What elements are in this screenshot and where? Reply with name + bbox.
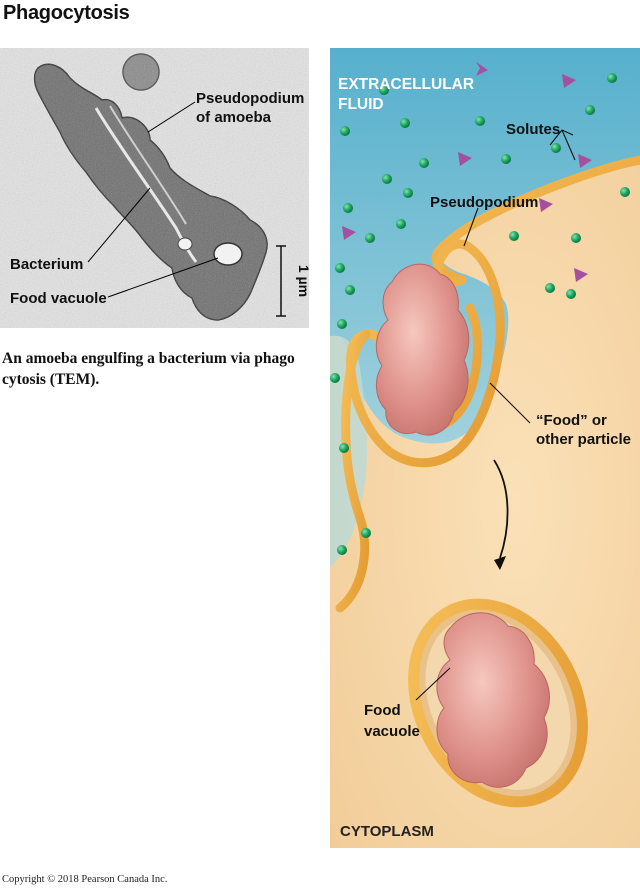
label-cytoplasm: CYTOPLASM [340, 823, 434, 840]
phagocytosis-diagram: EXTRACELLULAR FLUID Solutes Pseudopodium… [330, 48, 640, 848]
page-title: Phagocytosis [3, 2, 130, 24]
food-vacuole-tem [213, 242, 243, 266]
caption-line-2: cytosis (TEM). [2, 371, 100, 388]
tem-micrograph: Pseudopodium of amoeba Bacterium Food va… [0, 48, 309, 328]
arrow-head [494, 556, 506, 570]
solutes-purple [342, 62, 592, 282]
scale-bar-label: 1 µm [296, 265, 309, 297]
label-food-1: “Food” or [536, 412, 607, 429]
membrane-lower [335, 329, 371, 613]
caption-line-1: An amoeba engulfing a bacterium via phag… [2, 350, 295, 367]
scale-bar: 1 µm [276, 245, 309, 317]
label-solutes: Solutes [506, 121, 560, 138]
food-vacuole [408, 598, 588, 808]
figure-caption: An amoeba engulfing a bacterium via phag… [2, 348, 302, 390]
bacterium-outline [94, 107, 198, 263]
label-extracellular-1: EXTRACELLULAR [338, 76, 474, 93]
label-vacuole-1: Food [364, 702, 401, 719]
leader-pseudopodium [147, 101, 196, 133]
label-pseudopodium-1: Pseudopodium [196, 90, 304, 107]
solutes-green [330, 73, 630, 555]
label-food-2: other particle [536, 431, 631, 448]
food-particle [375, 263, 470, 436]
label-pseudopodium: Pseudopodium [430, 194, 538, 211]
copyright-notice: Copyright © 2018 Pearson Canada Inc. [2, 874, 168, 885]
process-arrow [493, 459, 509, 559]
diagram-leaders [415, 129, 576, 701]
leader-bacterium [87, 187, 151, 263]
vacuole-particle [436, 612, 550, 788]
label-food-vacuole: Food vacuole [10, 290, 107, 307]
label-pseudopodium-2: of amoeba [196, 109, 272, 126]
label-extracellular-2: FLUID [338, 96, 384, 113]
leader-food-vacuole [107, 257, 219, 298]
label-vacuole-2: vacuole [364, 723, 420, 740]
label-bacterium: Bacterium [10, 256, 83, 273]
